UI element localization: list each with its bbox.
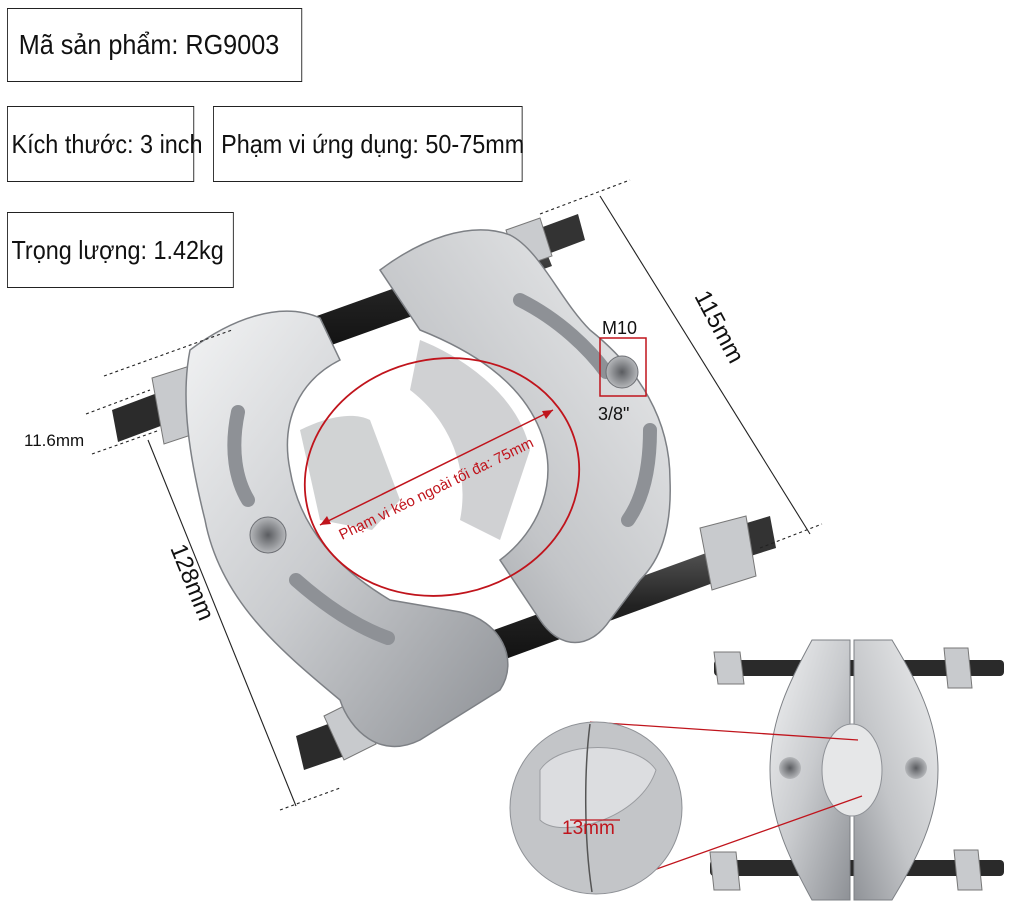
- left-half-jaw: [185, 310, 509, 748]
- bearing-separator-main: Phạm vi kéo ngoài tối đa: 75mm M10 3/8": [112, 214, 776, 770]
- weight-text: Trọng lượng: 1.42kg: [11, 234, 224, 265]
- pull-range-ellipse: [303, 357, 581, 597]
- size-label: Kích thước: 3 inch: [7, 106, 202, 182]
- dimension-lines: [85, 179, 823, 811]
- thread-imperial-text: 3/8": [598, 404, 629, 424]
- thread-box: [599, 337, 647, 397]
- edge-zoom-detail: 13mm: [509, 721, 863, 895]
- product-code-text: Mã sản phẩm: RG9003: [18, 29, 280, 60]
- product-code-label: Mã sản phẩm: RG9003: [7, 8, 303, 82]
- weight-label: Trọng lượng: 1.42kg: [7, 212, 234, 288]
- separator-side-view: [709, 639, 1004, 901]
- thickness-text: 11.6mm: [24, 431, 84, 450]
- size-text: Kích thước: 3 inch: [11, 128, 203, 159]
- thread-m10-text: M10: [602, 318, 637, 338]
- application-range-label: Phạm vi ứng dụng: 50-75mm: [213, 106, 525, 182]
- inner-edge-text: 13mm: [562, 818, 615, 839]
- application-range-text: Phạm vi ứng dụng: 50-75mm: [221, 128, 525, 159]
- length-left-text: 128mm: [164, 540, 219, 624]
- pull-range-arrow: [319, 409, 554, 526]
- length-right-text: 115mm: [689, 286, 750, 368]
